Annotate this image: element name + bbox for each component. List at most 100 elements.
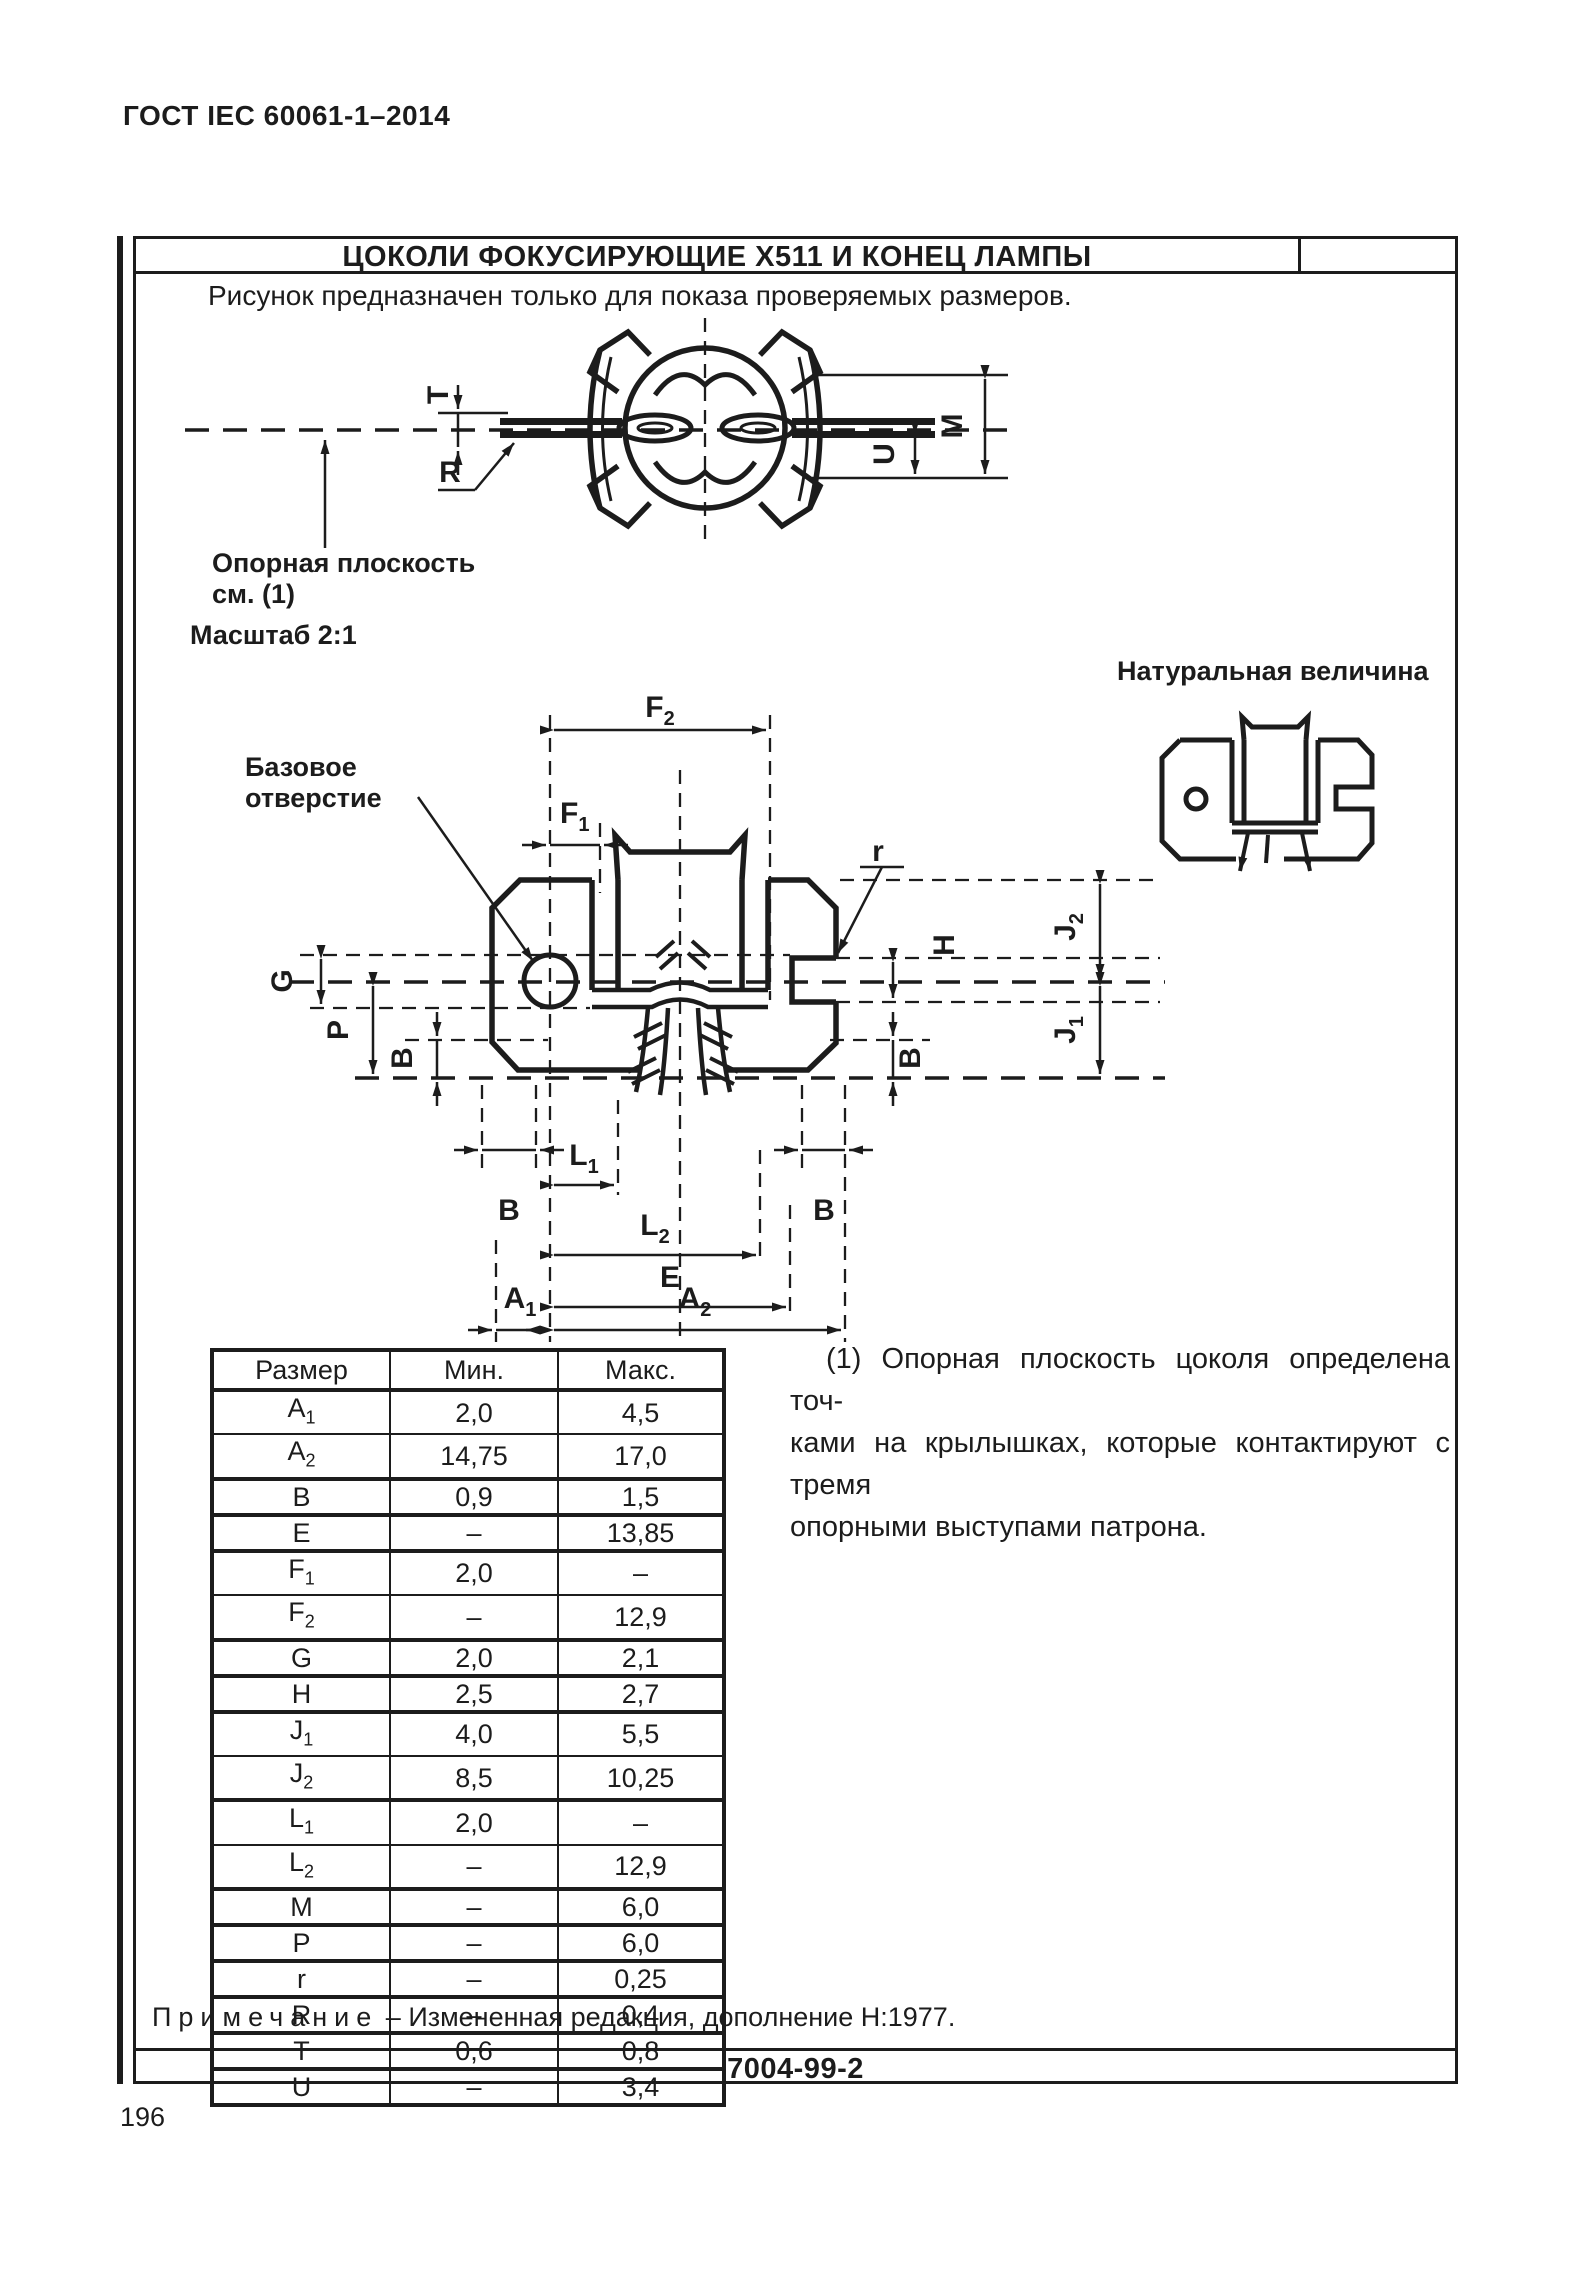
dashed-horizontals (300, 878, 1160, 1042)
dim-min-cell: 0,9 (389, 1476, 559, 1516)
pinch-top-profile (652, 372, 758, 397)
dim-max-cell: 5,5 (557, 1709, 725, 1757)
dim-name-cell: P (211, 1923, 391, 1963)
dim-label-E: E (660, 1261, 680, 1294)
dim-min-cell: 2,0 (389, 1548, 559, 1597)
cap-scale-drawing: F2 F1 L1 L2 E A1 A2 B B r G P B B H J2 J… (266, 691, 1165, 1345)
dim-name-cell: G (211, 1637, 391, 1677)
table-row: R–0,4 (211, 1995, 725, 2035)
standard-number: ГОСТ IEC 60061-1–2014 (123, 100, 451, 131)
note-line: опорными выступами патрона. (790, 1511, 1207, 1543)
base-hole-circle (521, 952, 579, 1010)
col-header-min: Мин. (389, 1349, 559, 1392)
footnote: Примечание – Измененная редакция, дополн… (152, 2002, 955, 2033)
mini-left-block (1159, 738, 1236, 862)
dim-min-cell: – (389, 1512, 559, 1552)
dim-min-cell: 2,0 (389, 1637, 559, 1677)
table-row: U–3,4 (211, 2067, 725, 2107)
right-wing-clip (758, 328, 824, 530)
scale-label: Масштаб 2:1 (190, 620, 357, 650)
natural-size-label: Натуральная величина (1117, 656, 1429, 686)
leg-hatch-marks (627, 939, 739, 1086)
table-row: L2–12,9 (211, 1843, 725, 1891)
dim-name-cell: L1 (211, 1798, 391, 1846)
table-row: F2–12,9 (211, 1594, 725, 1641)
note-line: ками на крылышках, которые контактируют … (790, 1427, 1450, 1501)
dim-min-cell: – (389, 1594, 559, 1641)
dim-max-cell: 6,0 (557, 1887, 725, 1927)
dim-label-B-left-bottom: B (498, 1194, 520, 1227)
title-row-divider (1298, 239, 1301, 274)
dim-min-cell: 2,5 (389, 1673, 559, 1713)
dim-label-M: M (936, 414, 969, 439)
dim-name-cell: B (211, 1476, 391, 1516)
mini-left-slot (1180, 737, 1247, 823)
dim-name-cell: A1 (211, 1387, 391, 1436)
note-line: (1) Опорная плоскость цоколя определена … (790, 1343, 1450, 1417)
dim-min-cell: – (389, 1923, 559, 1963)
dim-max-cell: 13,85 (557, 1512, 725, 1552)
natural-size-drawing (1159, 710, 1375, 872)
table-row: M–6,0 (211, 1887, 725, 1927)
dim-label-T: T (422, 386, 455, 404)
dim-name-cell: A2 (211, 1433, 391, 1480)
col-header-max: Макс. (557, 1349, 725, 1392)
dim-label-r: r (872, 835, 884, 868)
table-row: r–0,25 (211, 1959, 725, 1999)
dim-label-L1: L1 (569, 1139, 598, 1178)
cap-legs (633, 1007, 733, 1096)
table-header-row: Размер Мин. Макс. (211, 1349, 725, 1392)
dim-max-cell: 10,25 (557, 1754, 725, 1802)
dim-max-cell: 6,0 (557, 1923, 725, 1963)
table-row: E–13,85 (211, 1512, 725, 1552)
dim-max-cell: – (557, 1548, 725, 1597)
cap-ledge (592, 980, 768, 1010)
sheet-frame (133, 236, 1458, 2084)
leader-R (438, 442, 515, 492)
dim-min-cell: – (389, 1843, 559, 1891)
page-number: 196 (120, 2102, 166, 2132)
dim-name-cell: L2 (211, 1843, 391, 1891)
mini-right-block (1284, 737, 1375, 862)
base-hole-label: Базовое отверстие (245, 752, 382, 814)
lamp-bulb-outline (622, 345, 788, 511)
dimension-arrows (316, 725, 1105, 1335)
dim-label-A1: A1 (504, 1282, 537, 1321)
datum-plane-label: Опорная плоскость см. (1) (212, 548, 475, 610)
dim-label-F2: F2 (645, 691, 674, 730)
lead-eyelets (616, 412, 797, 444)
base-hole-label-line2: отверстие (245, 783, 382, 813)
dim-label-R: R (439, 456, 461, 489)
page-title: ЦОКОЛИ ФОКУСИРУЮЩИЕ X511 И КОНЕЦ ЛАМПЫ (342, 241, 1092, 273)
dim-max-cell: 2,7 (557, 1673, 725, 1713)
dim-name-cell: r (211, 1959, 391, 1999)
col-header-size: Размер (211, 1349, 391, 1392)
mini-ledge (1232, 820, 1318, 835)
dim-name-cell: J2 (211, 1754, 391, 1802)
dim-label-L2: L2 (640, 1209, 669, 1248)
dim-max-cell: 4,5 (557, 1387, 725, 1436)
dim-label-U: U (868, 443, 901, 465)
dim-min-cell: 4,0 (389, 1709, 559, 1757)
footnote-text: – Измененная редакция, дополнение H:1977… (385, 2002, 956, 2032)
mini-right-leg (1300, 832, 1312, 872)
dashed-verticals (480, 715, 847, 1345)
dim-min-cell: 14,75 (389, 1433, 559, 1480)
footer-divider (136, 2048, 1455, 2051)
left-heavy-rule (117, 236, 123, 2084)
dim-label-J2: J2 (1049, 913, 1088, 941)
leader-r (836, 865, 904, 954)
base-hole-label-line1: Базовое (245, 752, 357, 782)
dim-max-cell: 12,9 (557, 1843, 725, 1891)
dim-max-cell: 3,4 (557, 2067, 725, 2107)
